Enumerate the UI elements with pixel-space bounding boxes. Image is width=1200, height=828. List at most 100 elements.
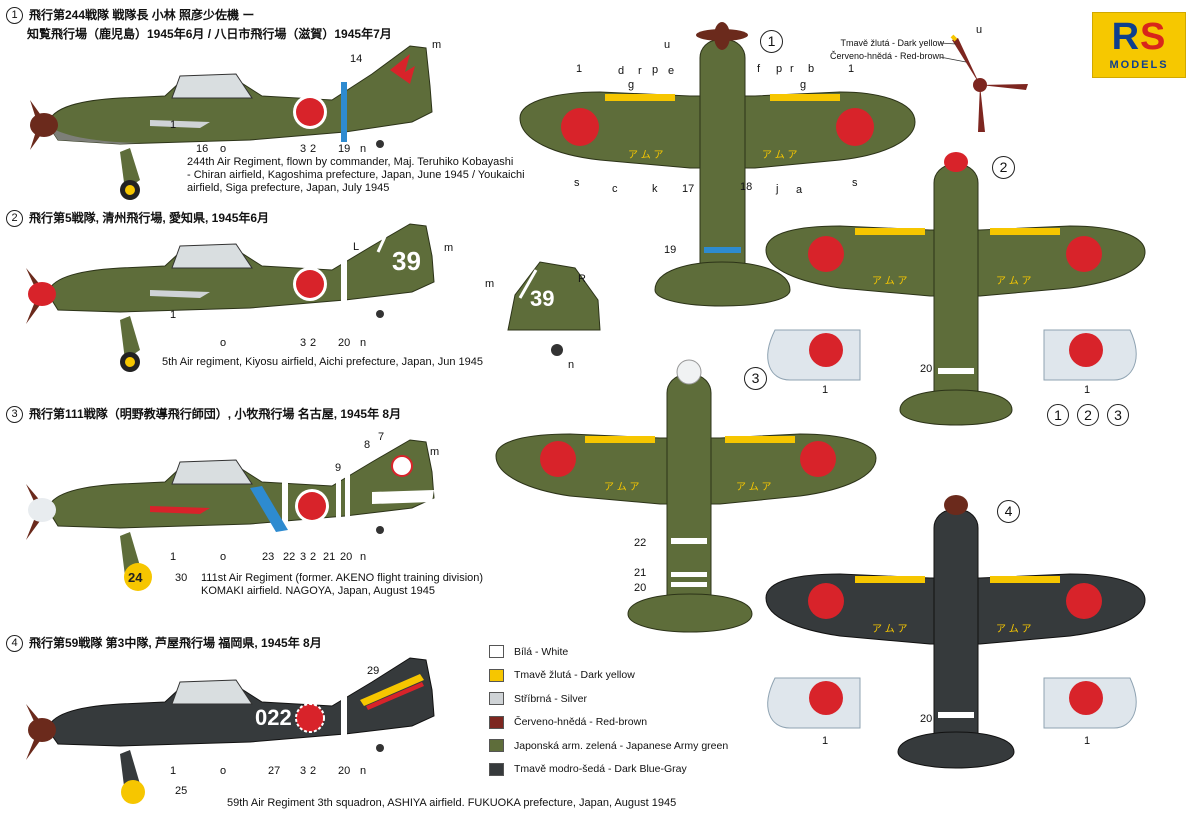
scheme-3-caption: 111st Air Regiment (former. AKENO flight… xyxy=(201,572,483,598)
callout: 22 xyxy=(283,551,295,563)
hinomaru xyxy=(296,98,324,126)
tail-inset-code: 39 xyxy=(530,286,554,311)
caption-line: 59th Air Regiment 3th squadron, ASHIYA a… xyxy=(227,797,677,809)
callout: f xyxy=(757,63,761,75)
callouts-scheme-3: 7 8 9 m 1 o 23 22 3 2 21 20 n 30 xyxy=(170,431,439,584)
callout: n xyxy=(568,359,574,371)
callout: m xyxy=(444,242,453,254)
callouts-scheme-4: 29 1 o 27 3 2 20 n 25 xyxy=(170,665,379,797)
callout: r xyxy=(790,63,794,75)
callout: 1 xyxy=(170,119,176,131)
callout: 22 xyxy=(634,537,646,549)
callout: 3 xyxy=(300,551,306,563)
callout: 9 xyxy=(335,462,341,474)
callout: p xyxy=(652,64,658,76)
legend-item: Tmavě žlutá - Dark yellow xyxy=(489,664,728,688)
wing-kana: ア ム ア xyxy=(872,275,908,287)
caption-line: 5th Air regiment, Kiyosu airfield, Aichi… xyxy=(162,356,484,368)
callout: p xyxy=(776,63,782,75)
side-view-2: 39 xyxy=(26,223,435,372)
callout: 20 xyxy=(338,765,350,777)
legend-item: Bílá - White xyxy=(489,640,728,664)
callout: 25 xyxy=(175,785,187,797)
callout: n xyxy=(360,551,366,563)
callout: 1 xyxy=(170,309,176,321)
fuselage-code-022: 022 xyxy=(255,705,292,730)
callout: u xyxy=(664,39,670,51)
spinner-red xyxy=(28,282,56,306)
scheme-number: 3 xyxy=(1107,404,1129,426)
callouts-tail-inset: m R n xyxy=(485,273,586,371)
callout: 7 xyxy=(378,431,384,443)
side-view-3: 24 xyxy=(26,439,435,591)
wing-kana: ア ム ア xyxy=(762,149,798,161)
callout: 20 xyxy=(920,713,932,725)
tail-emblem xyxy=(390,54,415,84)
callout: 14 xyxy=(350,53,362,65)
callout: 2 xyxy=(310,143,316,155)
side-view-1 xyxy=(30,45,433,200)
callout: 1 xyxy=(576,63,582,75)
legend-swatch xyxy=(489,692,504,706)
callout: n xyxy=(360,143,366,155)
callout: j xyxy=(775,183,778,195)
callout: d xyxy=(618,65,624,77)
scheme-3-title-text: 飛行第111戦隊（明野教導飛行師団）, 小牧飛行場 名古屋, 1945年 8月 xyxy=(29,407,402,421)
callout: 27 xyxy=(268,765,280,777)
callout: o xyxy=(220,143,226,155)
top-view-2 xyxy=(765,152,1146,426)
callout: c xyxy=(612,183,618,195)
logo-rs: RS xyxy=(1093,17,1185,57)
callout: m xyxy=(430,446,439,458)
hinomaru xyxy=(298,492,326,520)
legend-label: Bílá - White xyxy=(514,645,569,658)
propeller-detail xyxy=(939,34,1028,132)
callout: a xyxy=(796,184,803,196)
callout: b xyxy=(808,63,814,75)
logo-models: MODELS xyxy=(1109,59,1169,71)
callout: 18 xyxy=(740,181,752,193)
legend-item: Tmavě modro-šedá - Dark Blue-Gray xyxy=(489,758,728,782)
side-view-4: 022 xyxy=(26,657,435,804)
scheme-2-number: 2 xyxy=(6,210,23,228)
wheel-code-24: 24 xyxy=(128,570,143,585)
legend-item: Japonská arm. zelená - Japanese Army gre… xyxy=(489,734,728,758)
callout: 2 xyxy=(310,551,316,563)
callout: o xyxy=(220,337,226,349)
wing-kana: ア ム ア xyxy=(872,623,908,635)
scheme-1-subtitle: 知覧飛行場（鹿児島）1945年6月 / 八日市飛行場（滋賀）1945年7月 xyxy=(27,27,392,41)
scheme-number: 2 xyxy=(1077,404,1099,426)
callout: 20 xyxy=(634,582,646,594)
callout: 21 xyxy=(323,551,335,563)
view-number-2: 2 xyxy=(992,156,1015,179)
caption-line: KOMAKI airfield. NAGOYA, Japan, August 1… xyxy=(201,585,435,597)
callout: k xyxy=(652,183,658,195)
hinomaru xyxy=(295,703,325,733)
callout: 20 xyxy=(920,363,932,375)
scheme-3-number: 3 xyxy=(6,406,23,424)
scheme-4-title-text: 飛行第59戦隊 第3中隊, 芦屋飛行場 福岡県, 1945年 8月 xyxy=(29,636,322,650)
callout: R xyxy=(578,273,586,285)
caption-line: - Chiran airfield, Kagoshima prefecture,… xyxy=(187,169,525,181)
view-number-4: 4 xyxy=(997,500,1020,523)
callout: 19 xyxy=(338,143,350,155)
callout: 3 xyxy=(300,337,306,349)
callouts-scheme-2: L m 1 o 3 2 20 n xyxy=(170,241,453,349)
logo-s: S xyxy=(1140,16,1167,58)
callout: 29 xyxy=(367,665,379,677)
tail-code-39: 39 xyxy=(392,246,421,276)
callout: u xyxy=(976,24,982,36)
scheme-1-number: 1 xyxy=(6,7,23,25)
callout: m xyxy=(432,39,441,51)
callout: 1 xyxy=(822,735,828,747)
legend-item: Červeno-hnědá - Red-brown xyxy=(489,711,728,735)
callouts-scheme-1: 14 m 1 16 o 3 2 19 n xyxy=(170,39,441,155)
prop-label-dark-yellow: Tmavě žlutá - Dark yellow xyxy=(840,38,945,48)
legend-swatch xyxy=(489,668,504,682)
scheme-1-caption: 244th Air Regiment, flown by commander, … xyxy=(187,156,525,195)
logo-r: R xyxy=(1111,16,1141,58)
legend-swatch xyxy=(489,739,504,753)
